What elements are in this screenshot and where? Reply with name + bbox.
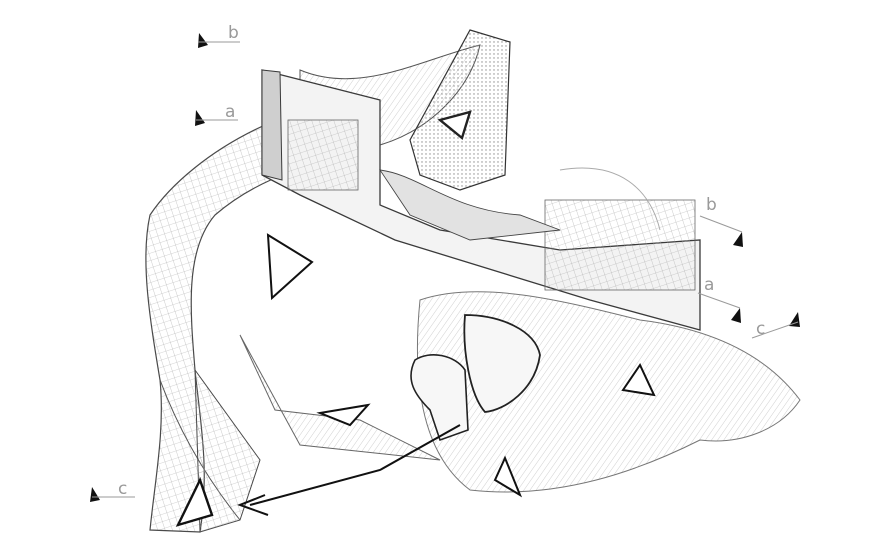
left-shell-wing bbox=[145, 124, 332, 533]
section-label-b-top: b bbox=[228, 23, 239, 43]
section-marker-b-right: b bbox=[699, 195, 743, 247]
section-label-c-right: c bbox=[756, 319, 765, 339]
section-marker-b-top: b bbox=[198, 23, 240, 48]
lower-deck bbox=[239, 314, 541, 461]
section-label-a-right: a bbox=[704, 275, 714, 295]
section-label-b-right: b bbox=[706, 195, 717, 215]
section-marker-c-left: c bbox=[90, 479, 135, 502]
section-marker-a-top: a bbox=[195, 102, 238, 126]
triangular-openings bbox=[175, 233, 656, 527]
section-label-c-left: c bbox=[118, 479, 127, 499]
section-marker-c-right: c bbox=[751, 312, 800, 339]
central-slab bbox=[261, 69, 701, 331]
dotted-tower bbox=[409, 29, 511, 191]
leader-arrows bbox=[237, 424, 461, 516]
section-label-a-top: a bbox=[225, 102, 235, 122]
section-marker-a-right: a bbox=[697, 275, 741, 323]
